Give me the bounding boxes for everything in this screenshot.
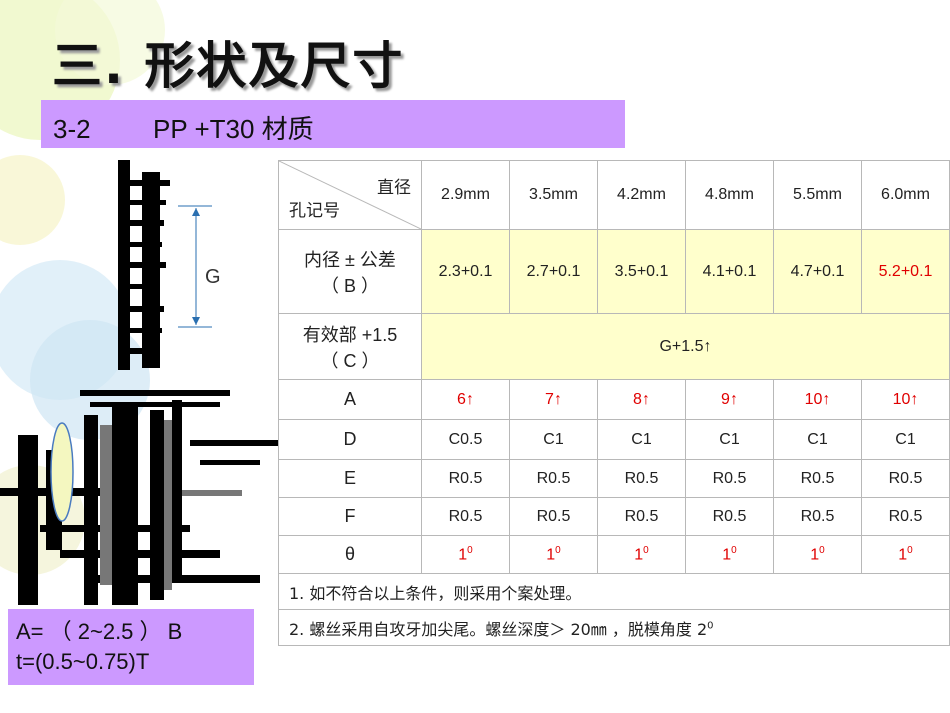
diameter-cell: 5.5mm (773, 160, 862, 230)
f-cell: R0.5 (861, 497, 950, 536)
header-corner-cell: 直径 孔记号 (278, 160, 422, 230)
inner-diameter-label: 内径 ± 公差 （ B ） (278, 229, 422, 314)
effective-value: G+1.5↑ (421, 313, 950, 380)
f-row: F R0.5 R0.5 R0.5 R0.5 R0.5 R0.5 (278, 497, 950, 536)
section-code: 3-2 (53, 114, 91, 144)
a-cell: 10↑ (861, 379, 950, 420)
e-cell: R0.5 (597, 459, 686, 498)
inner-diameter-cell: 2.3+0.1 (421, 229, 510, 314)
e-cell: R0.5 (773, 459, 862, 498)
f-cell: R0.5 (597, 497, 686, 536)
f-cell: R0.5 (509, 497, 598, 536)
f-cell: R0.5 (421, 497, 510, 536)
diameter-cell: 2.9mm (421, 160, 510, 230)
header-hole-mark: 孔记号 (289, 201, 340, 220)
theta-cell: 10 (861, 535, 950, 574)
d-cell: C1 (509, 419, 598, 460)
e-cell: R0.5 (509, 459, 598, 498)
a-cell: 8↑ (597, 379, 686, 420)
e-label: E (278, 459, 422, 498)
e-row: E R0.5 R0.5 R0.5 R0.5 R0.5 R0.5 (278, 459, 950, 498)
formula-box: A= （ 2~2.5 ） B t=(0.5~0.75)T (8, 609, 254, 685)
material-header: 3-2 PP +T30 材质 (41, 100, 625, 148)
formula-a: A= （ 2~2.5 ） B (16, 619, 183, 644)
header-diameter: 直径 (377, 178, 411, 197)
inner-diameter-cell: 3.5+0.1 (597, 229, 686, 314)
e-cell: R0.5 (861, 459, 950, 498)
screw-boss-drawing (0, 160, 280, 605)
d-cell: C1 (773, 419, 862, 460)
material-label: PP +T30 材质 (153, 114, 314, 144)
inner-label-line1: 内径 ± 公差 (304, 249, 396, 270)
page-title: 三. 形状及尺寸 (52, 37, 405, 95)
e-cell: R0.5 (421, 459, 510, 498)
a-row: A 6↑ 7↑ 8↑ 9↑ 10↑ 10↑ (278, 379, 950, 420)
a-cell: 9↑ (685, 379, 774, 420)
diameter-row: 直径 孔记号 2.9mm 3.5mm 4.2mm 4.8mm 5.5mm 6.0… (278, 160, 950, 230)
effective-label-line1: 有效部 +1.5 (302, 324, 398, 345)
inner-diameter-cell: 4.7+0.1 (773, 229, 862, 314)
d-cell: C1 (861, 419, 950, 460)
d-cell: C0.5 (421, 419, 510, 460)
a-cell: 6↑ (421, 379, 510, 420)
a-cell: 7↑ (509, 379, 598, 420)
formula-t: t=(0.5~0.75)T (16, 649, 150, 674)
note-2: 2. 螺丝采用自攻牙加尖尾。螺丝深度＞ 20㎜ ，脱模角度 20 (278, 609, 950, 646)
effective-row: 有效部 +1.5 （ C ） G+1.5↑ (278, 313, 950, 380)
spec-table: 直径 孔记号 2.9mm 3.5mm 4.2mm 4.8mm 5.5mm 6.0… (278, 160, 950, 646)
theta-row: θ 10 10 10 10 10 10 (278, 535, 950, 574)
effective-label: 有效部 +1.5 （ C ） (278, 313, 422, 380)
theta-cell: 10 (685, 535, 774, 574)
theta-cell: 10 (421, 535, 510, 574)
f-label: F (278, 497, 422, 536)
inner-diameter-cell: 5.2+0.1 (861, 229, 950, 314)
d-row: D C0.5 C1 C1 C1 C1 C1 (278, 419, 950, 460)
diameter-cell: 6.0mm (861, 160, 950, 230)
inner-diameter-cell: 2.7+0.1 (509, 229, 598, 314)
a-label: A (278, 379, 422, 420)
f-cell: R0.5 (773, 497, 862, 536)
theta-cell: 10 (773, 535, 862, 574)
note-row: 2. 螺丝采用自攻牙加尖尾。螺丝深度＞ 20㎜ ，脱模角度 20 (278, 609, 950, 646)
theta-cell: 10 (597, 535, 686, 574)
d-cell: C1 (597, 419, 686, 460)
inner-diameter-cell: 4.1+0.1 (685, 229, 774, 314)
theta-label: θ (278, 535, 422, 574)
f-cell: R0.5 (685, 497, 774, 536)
theta-cell: 10 (509, 535, 598, 574)
a-cell: 10↑ (773, 379, 862, 420)
d-label: D (278, 419, 422, 460)
note-row: 1. 如不符合以上条件，则采用个案处理。 (278, 573, 950, 610)
effective-label-line2: （ C ） (320, 350, 380, 371)
e-cell: R0.5 (685, 459, 774, 498)
diameter-cell: 4.2mm (597, 160, 686, 230)
inner-label-line2: （ B ） (320, 275, 379, 296)
diameter-cell: 3.5mm (509, 160, 598, 230)
inner-diameter-row: 内径 ± 公差 （ B ） 2.3+0.1 2.7+0.1 3.5+0.1 4.… (278, 229, 950, 314)
note-1: 1. 如不符合以上条件，则采用个案处理。 (278, 573, 950, 610)
d-cell: C1 (685, 419, 774, 460)
diameter-cell: 4.8mm (685, 160, 774, 230)
g-dimension-label: G (205, 266, 221, 288)
